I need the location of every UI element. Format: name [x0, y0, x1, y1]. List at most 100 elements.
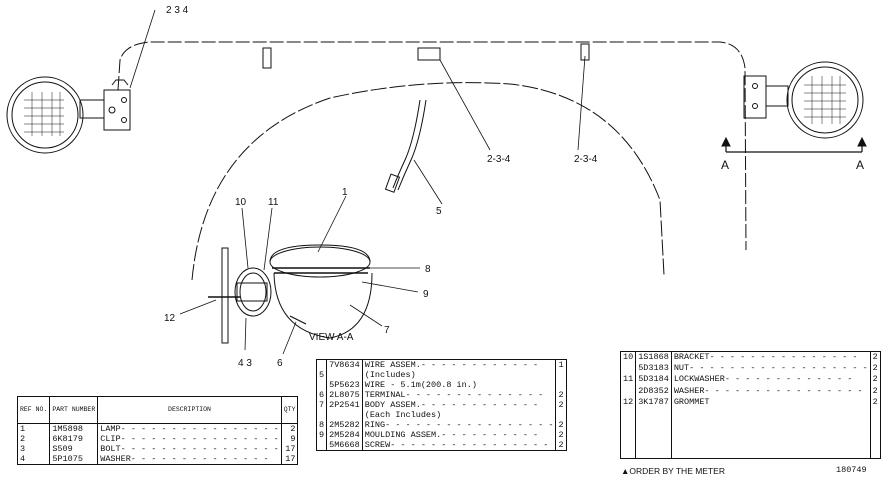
table-row: [620, 408, 881, 459]
desc-cell: (Includes): [362, 370, 557, 380]
qty-cell: 9: [290, 434, 296, 444]
part-cell: 2M5282: [326, 420, 363, 430]
desc-cell: CLIP- - - - - - - - - - - - - - - -: [97, 434, 282, 444]
part-cell: 5P1075: [49, 454, 99, 465]
part-cell: 7V8634: [326, 359, 363, 370]
desc-cell: LOCKWASHER- - - - - - - - - - - - -: [671, 374, 871, 386]
ref-cell: [316, 380, 328, 390]
qty-cell: 17: [285, 454, 296, 464]
section-a-right: A: [856, 158, 864, 172]
qty-cell: [556, 380, 566, 390]
view-label: VIEW A-A: [309, 332, 354, 343]
table-row: 2 6K8179 CLIP- - - - - - - - - - - - - -…: [17, 434, 298, 444]
desc-cell: GROMMET: [671, 396, 871, 408]
ref-cell: 9: [316, 430, 328, 440]
desc-cell: WASHER- - - - - - - - - - - - - -: [97, 454, 282, 465]
ref-cell: [620, 363, 637, 375]
qty-cell: 2: [872, 374, 878, 385]
qty-cell: 2: [558, 430, 564, 440]
part-cell: 2D8352: [635, 385, 672, 397]
callout-234-b: 2-3-4: [574, 154, 598, 165]
clip-2: [417, 47, 441, 61]
fender-arch: [191, 82, 665, 281]
part-cell: 5M6668: [326, 440, 363, 451]
qty-cell: 17: [285, 444, 296, 454]
ref-cell: 6: [316, 390, 328, 400]
desc-cell: WASHER- - - - - - - - - - - - - - - -: [671, 385, 871, 397]
callout-10: 10: [235, 197, 247, 208]
part-cell: 2L8075: [326, 390, 363, 400]
table-row: 3 S509 BOLT- - - - - - - - - - - - - - -…: [17, 444, 298, 454]
ref-cell: 3: [17, 444, 51, 454]
ref-cell: [316, 410, 328, 420]
table-row: 1 1M5898 LAMP- - - - - - - - - - - - - -…: [17, 423, 298, 434]
ref-cell: 12: [620, 396, 637, 408]
desc-cell: NUT- - - - - - - - - - - - - - - - - -: [671, 363, 871, 375]
ref-cell: 4: [17, 454, 51, 465]
callout-7: 7: [384, 325, 390, 336]
callout-1: 1: [342, 187, 348, 198]
desc-cell: WIRE ASSEM.- - - - - - - - - - - -: [362, 359, 557, 370]
callout-8: 8: [425, 264, 431, 275]
ref-cell: [316, 359, 328, 370]
lamp-body-assembly: [208, 244, 373, 344]
table-row: 5 (Includes): [316, 370, 567, 380]
ref-cell: 2: [17, 434, 51, 444]
ref-cell: 5: [316, 370, 328, 380]
part-cell: 5D3184: [635, 374, 672, 386]
callout-5: 5: [436, 206, 442, 217]
footnote: ▲ORDER BY THE METER: [621, 466, 725, 476]
header-ref: REF NO.: [17, 396, 51, 424]
qty-cell: 2: [872, 363, 878, 374]
qty-cell: 2: [872, 396, 878, 407]
part-cell: S509: [49, 444, 99, 454]
part-cell: 1S1868: [635, 351, 672, 364]
qty-cell: 2: [290, 424, 296, 434]
ref-cell: [316, 440, 328, 451]
callout-6: 6: [277, 358, 283, 369]
header-qty: QTY: [281, 396, 298, 424]
section-a-left: A: [721, 158, 729, 172]
desc-cell: BOLT- - - - - - - - - - - - - - - -: [97, 444, 282, 454]
part-cell: 6K8179: [49, 434, 99, 444]
right-lamp: [743, 61, 864, 139]
desc-cell: TERMINAL- - - - - - - - - - - - - -: [362, 390, 557, 400]
desc-cell: (Each Includes): [362, 410, 557, 420]
callout-234-a: 2-3-4: [487, 154, 511, 165]
qty-cell: 2: [872, 352, 878, 362]
header-part: PART NUMBER: [49, 396, 99, 424]
left-lamp: [6, 76, 131, 154]
part-cell: 1M5898: [49, 423, 99, 434]
ref-cell: [620, 385, 637, 397]
part-cell: [326, 370, 363, 380]
qty-cell: 1: [558, 360, 564, 370]
desc-cell: LAMP- - - - - - - - - - - - - - - -: [97, 423, 282, 434]
table-row: (Each Includes): [316, 410, 567, 420]
qty-cell: 2: [872, 385, 878, 396]
callout-43: 4 3: [238, 358, 252, 369]
part-cell: 2P2541: [326, 400, 363, 410]
table-header: REF NO. PART NUMBER DESCRIPTION QTY: [17, 396, 298, 424]
cab-outline: [117, 41, 747, 251]
callout-9: 9: [423, 289, 429, 300]
desc-cell: MOULDING ASSEM.- - - - - - - - - -: [362, 430, 557, 440]
ref-cell: 8: [316, 420, 328, 430]
qty-cell: 2: [558, 390, 564, 400]
table-row: 4 5P1075 WASHER- - - - - - - - - - - - -…: [17, 454, 298, 465]
ref-cell: 7: [316, 400, 328, 410]
qty-cell: [556, 410, 566, 420]
desc-cell: BODY ASSEM.- - - - - - - - - - - -: [362, 400, 557, 410]
parts-table-1: REF NO. PART NUMBER DESCRIPTION QTY 1 1M…: [17, 396, 299, 465]
desc-cell: SCREW- - - - - - - - - - - - - - - -: [362, 440, 557, 451]
callout-12: 12: [164, 313, 176, 324]
